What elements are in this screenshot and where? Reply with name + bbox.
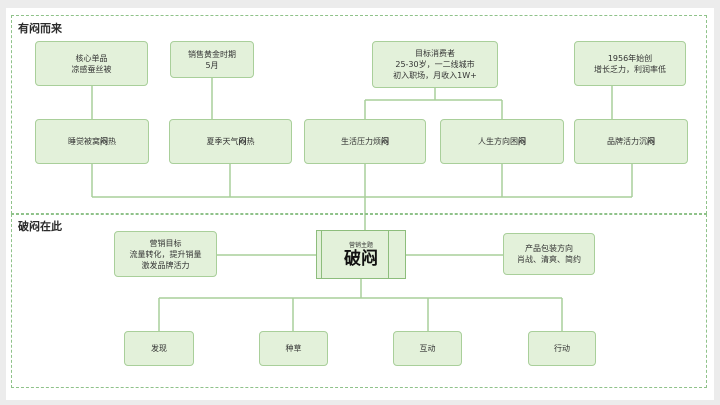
node-text-bold: 闷: [381, 137, 389, 146]
node-life-pressure[interactable]: 生活压力烦闷: [304, 119, 426, 164]
node-text-pre: 生活压力烦: [341, 137, 381, 146]
section-top-label: 有闷而来: [18, 22, 62, 35]
node-text-bold: 闷: [647, 137, 655, 146]
node-life-direction[interactable]: 人生方向困闷: [440, 119, 564, 164]
node-text-pre: 睡觉被窝: [68, 137, 100, 146]
core-subtitle: 营销主题: [348, 242, 373, 249]
node-text-pre: 夏季天气: [206, 137, 239, 146]
node-packaging-direction[interactable]: 产品包装方向 肖战、清爽、简约: [503, 233, 595, 275]
node-sales-period[interactable]: 销售黄金时期 5月: [170, 41, 254, 78]
node-text-bold: 闷: [518, 137, 526, 146]
node-interact[interactable]: 互动: [393, 331, 462, 366]
node-discover[interactable]: 发现: [124, 331, 194, 366]
node-text-post: 热: [108, 137, 116, 146]
node-text-pre: 人生方向困: [478, 137, 518, 146]
node-seeding[interactable]: 种草: [259, 331, 328, 366]
node-summer-stuffy[interactable]: 夏季天气闷热: [169, 119, 292, 164]
section-bottom-frame: [11, 214, 707, 388]
node-target-consumer[interactable]: 目标消费者 25-30岁，一二线城市 初入职场，月收入1W+: [372, 41, 498, 88]
section-bottom-label: 破闷在此: [18, 220, 62, 233]
node-brand-history[interactable]: 1956年始创 增长乏力，利润率低: [574, 41, 686, 86]
node-text-pre: 品牌活力沉: [607, 137, 647, 146]
node-bedding-stuffy[interactable]: 睡觉被窝闷热: [35, 119, 149, 164]
section-top-frame: [11, 15, 707, 214]
node-core-theme[interactable]: 营销主题 破闷: [316, 230, 406, 279]
node-marketing-goal[interactable]: 营销目标 流量转化，提升销量 激发品牌活力: [114, 231, 217, 277]
node-action[interactable]: 行动: [528, 331, 596, 366]
core-title: 破闷: [344, 249, 378, 269]
node-brand-vitality[interactable]: 品牌活力沉闷: [574, 119, 688, 164]
node-text-post: 热: [246, 137, 255, 146]
node-core-product[interactable]: 核心单品 凉感蚕丝被: [35, 41, 148, 86]
node-text-bold: 闷: [238, 137, 247, 146]
node-text-bold: 闷: [100, 137, 108, 146]
